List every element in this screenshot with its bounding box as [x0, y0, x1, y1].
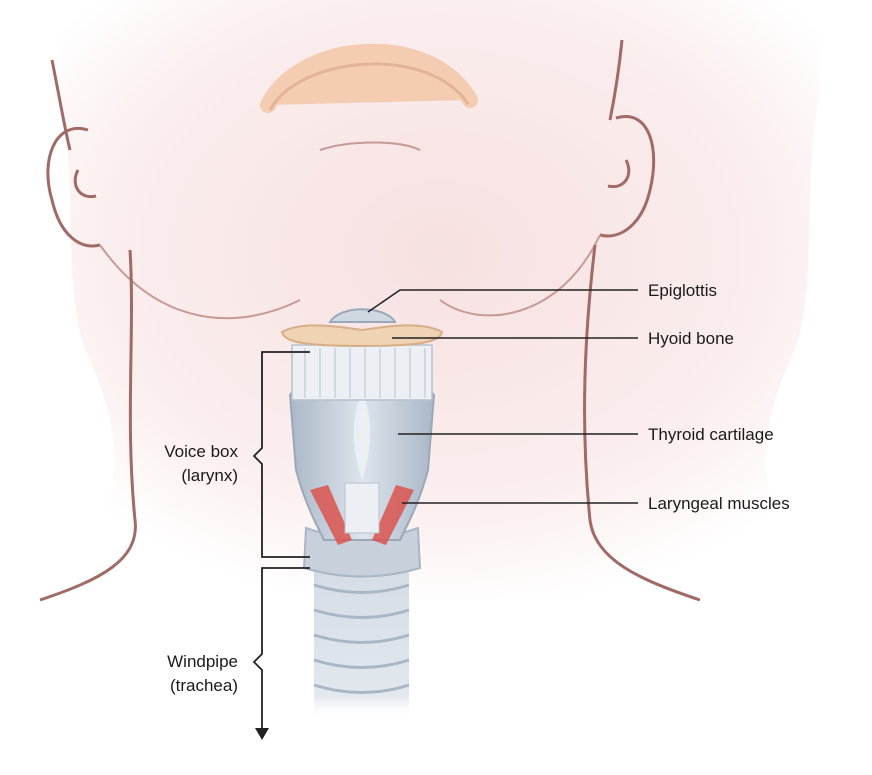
label-thyroid-cartilage: Thyroid cartilage [648, 425, 774, 444]
voice-box-bracket [252, 351, 310, 558]
label-epiglottis: Epiglottis [648, 281, 717, 300]
label-voice-box: Voice box [164, 442, 238, 461]
leader-lines [367, 289, 638, 504]
label-hyoid-bone: Hyoid bone [648, 329, 734, 348]
label-trachea: (trachea) [170, 676, 238, 695]
label-windpipe: Windpipe [167, 652, 238, 671]
larynx-illustration [280, 308, 444, 720]
windpipe-arrow [252, 567, 310, 730]
label-laryngeal-muscles: Laryngeal muscles [648, 494, 790, 513]
arrowhead-down-icon [255, 728, 269, 740]
label-larynx: (larynx) [181, 466, 238, 485]
epiglottis-leader [367, 289, 638, 313]
